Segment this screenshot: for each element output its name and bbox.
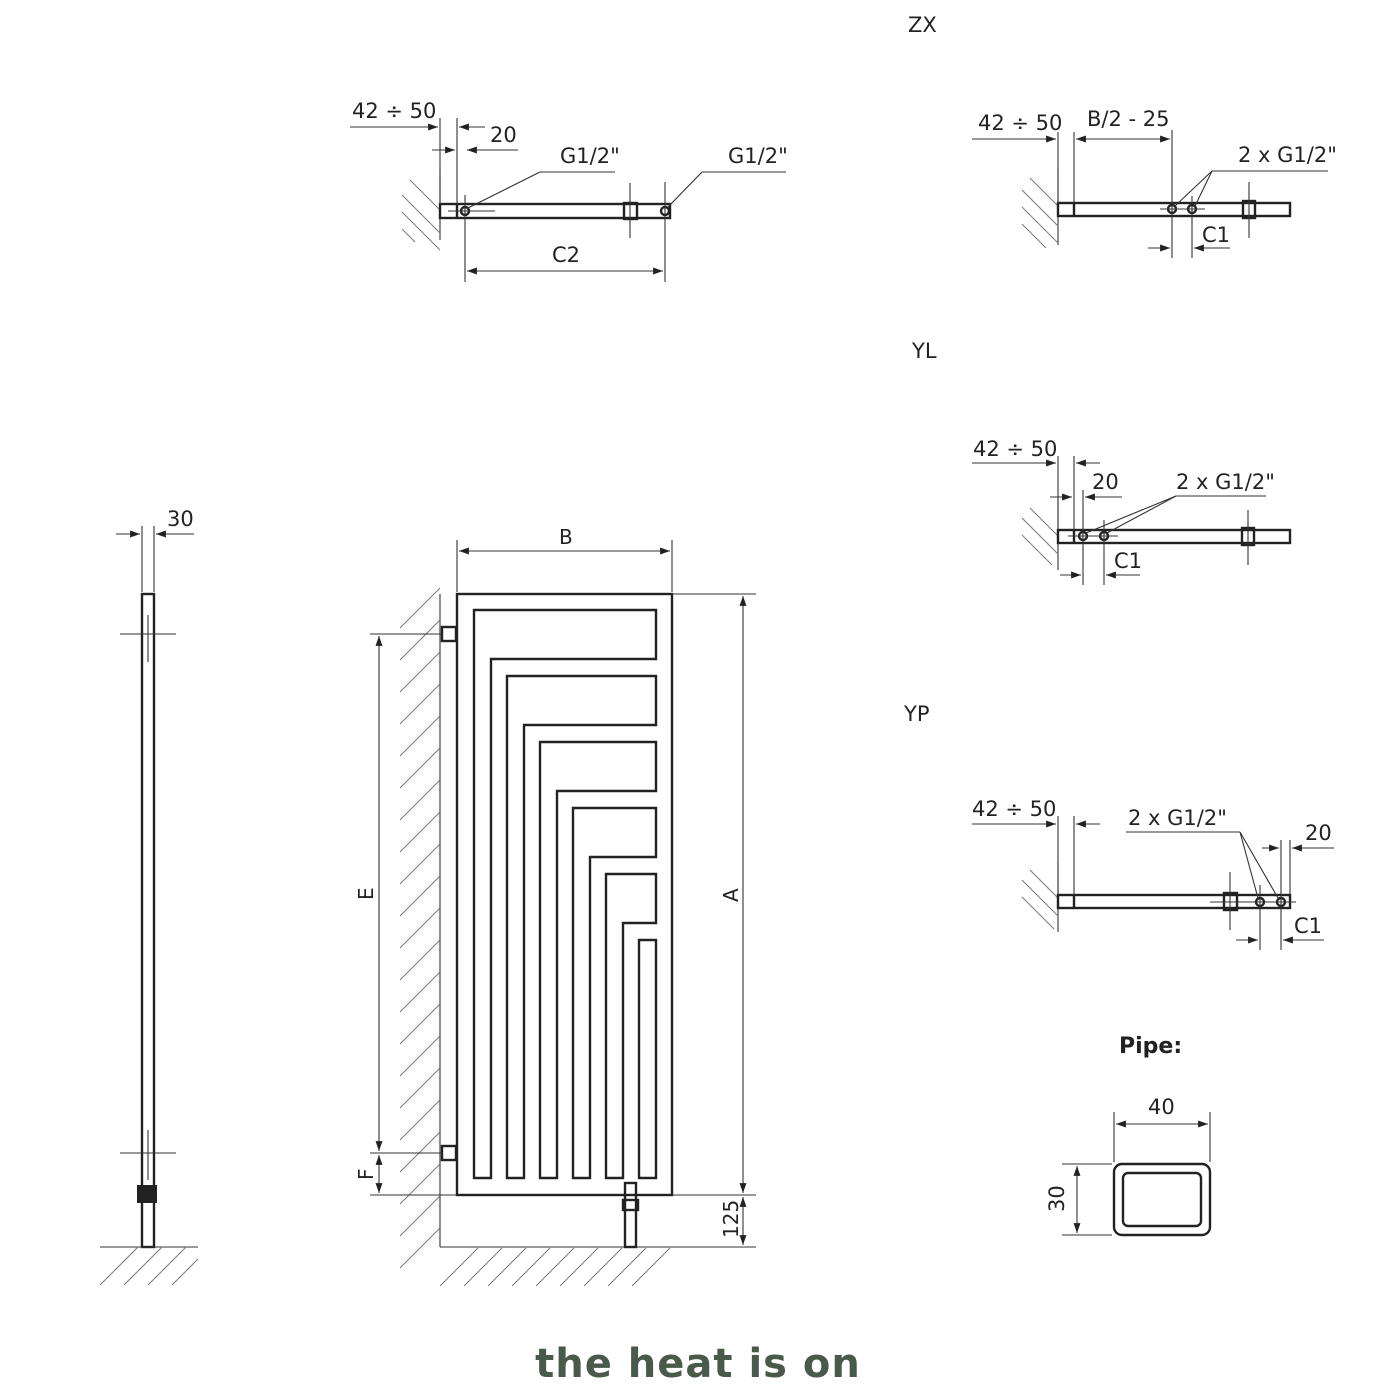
floor-hatching-front: [439, 1247, 671, 1287]
wall-hatching: [1021, 177, 1059, 249]
wall-bracket-bottom: [440, 1144, 458, 1162]
label-wall-distance-yp: 42 ÷ 50: [972, 797, 1056, 821]
connection-pipe: [623, 1181, 638, 1249]
pipe-inner: [1121, 1171, 1203, 1228]
label-thread-double-zx: 2 x G1/2": [1238, 143, 1337, 167]
wall-hatching-front: [399, 587, 441, 1269]
label-wall-distance: 42 ÷ 50: [352, 99, 436, 123]
radiator-frame: [455, 592, 674, 1197]
top-view-yp: YP 42 ÷ 50 2 x G1/2" 2: [903, 702, 1334, 950]
label-offset-20-yl: 20: [1092, 470, 1119, 494]
label-dim-f: F: [354, 1168, 378, 1180]
label-dim-e: E: [354, 887, 378, 900]
label-side-depth: 30: [167, 507, 194, 531]
label-c1-yp: C1: [1294, 914, 1322, 938]
label-c1-yl: C1: [1114, 549, 1142, 573]
wall-hatching: [401, 179, 441, 251]
side-view: 30: [99, 507, 199, 1286]
pipe-section: Pipe: 40 30: [1045, 1034, 1212, 1237]
pipe-outer: [1112, 1162, 1212, 1237]
label-c1-zx: C1: [1202, 223, 1230, 247]
label-pipe-height: 30: [1045, 1185, 1069, 1212]
label-wall-distance-yl: 42 ÷ 50: [973, 437, 1057, 461]
top-view-yl: YL 42 ÷ 50 20 2 x G1/2" C1: [911, 339, 1292, 585]
label-thread-left: G1/2": [560, 144, 620, 168]
radiator-bar-yl: [1056, 528, 1292, 545]
brand-logo: the heat is on: [535, 1341, 861, 1387]
label-dim-125: 125: [719, 1200, 743, 1238]
front-view: B A 125 E F: [354, 525, 756, 1287]
label-b-half: B/2 - 25: [1087, 107, 1170, 131]
label-c2: C2: [552, 243, 580, 267]
label-thread-double-yp: 2 x G1/2": [1128, 806, 1227, 830]
label-wall-distance-zx: 42 ÷ 50: [978, 111, 1062, 135]
label-thread-right: G1/2": [728, 144, 788, 168]
radiator-bar-zx: [1056, 201, 1292, 218]
floor-hatching: [99, 1246, 199, 1286]
wall-hatching: [1021, 507, 1059, 566]
wall-bracket-top: [440, 625, 458, 643]
valve-side: [137, 1185, 157, 1203]
top-view-zx: ZX 42 ÷ 50 B/2 - 25 2 x G1/2" C1: [908, 13, 1337, 258]
valve-front: [621, 1198, 640, 1212]
title-pipe: Pipe:: [1119, 1034, 1182, 1059]
wall-hatching: [1021, 869, 1059, 930]
label-dim-b: B: [559, 525, 573, 549]
top-view-standard: 42 ÷ 50 20 G1/2" G1/2" C2: [350, 99, 788, 282]
label-offset-20: 20: [490, 123, 517, 147]
label-dim-a: A: [719, 888, 743, 902]
radiator-pattern: [472, 608, 658, 1180]
title-zx: ZX: [908, 13, 937, 37]
title-yl: YL: [911, 339, 937, 363]
label-pipe-width: 40: [1148, 1095, 1175, 1119]
label-thread-double-yl: 2 x G1/2": [1176, 470, 1275, 494]
label-offset-20-yp: 20: [1305, 821, 1332, 845]
title-yp: YP: [903, 702, 930, 726]
brand-text: the heat is on: [535, 1341, 861, 1387]
